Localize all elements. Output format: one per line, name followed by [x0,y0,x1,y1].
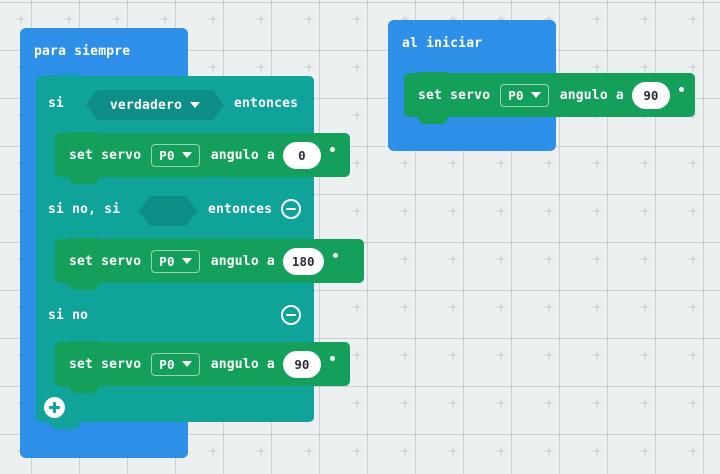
block-notch-top [69,132,99,138]
condition-dropdown-verdadero[interactable]: verdadero [86,90,224,120]
minus-icon [286,208,296,210]
pin-value-label: P0 [159,356,175,372]
plus-icon-vertical [53,402,56,413]
degree-symbol-icon [329,146,335,152]
elseif-then-label: entonces [208,202,273,217]
chevron-down-icon[interactable] [530,92,541,98]
chevron-down-icon[interactable] [181,258,192,264]
pin-value-label: P0 [159,147,175,163]
block-notch-top [418,72,448,78]
set-servo-block-4[interactable]: set servo P0 angulo a 90 [404,72,695,124]
chevron-down-icon[interactable] [190,102,200,108]
block-notch-bottom [69,176,99,184]
angle-number-input[interactable]: 180 [282,247,324,275]
remove-branch-button-1[interactable] [281,199,301,219]
block-notch-bottom [69,385,99,393]
pin-dropdown[interactable]: P0 [151,352,200,376]
degree-symbol-icon [329,355,335,361]
else-keyword-label: si no [48,308,89,323]
angle-label: angulo a [559,87,624,103]
angle-label: angulo a [210,356,275,372]
set-servo-block-1[interactable]: set servo P0 angulo a 0 [55,132,350,184]
condition-value-label: verdadero [109,97,183,113]
set-servo-block-2[interactable]: set servo P0 angulo a 180 [55,238,364,290]
add-branch-button[interactable] [44,397,65,418]
if-keyword-label: si [48,96,65,111]
set-servo-label: set servo [69,356,142,372]
set-servo-block-3[interactable]: set servo P0 angulo a 90 [55,341,350,393]
set-servo-label: set servo [418,87,491,103]
if-branch-row-1: si verdadero entonces [36,88,314,122]
pin-value-label: P0 [159,253,175,269]
pin-dropdown[interactable]: P0 [500,83,549,107]
block-notch-top [69,341,99,347]
minus-icon [286,314,296,316]
angle-number-input[interactable]: 90 [282,350,321,378]
if-elseif-else-block[interactable]: si verdadero entonces set servo P0 angul… [36,75,364,429]
angle-number-input[interactable]: 90 [631,81,670,109]
angle-label: angulo a [210,147,275,163]
degree-symbol-icon [332,252,338,258]
degree-symbol-icon [678,86,684,92]
if-branch-row-3: si no [36,300,314,334]
block-notch-top [69,238,99,244]
set-servo-label: set servo [69,253,142,269]
block-notch-bottom [69,282,99,290]
pin-dropdown[interactable]: P0 [151,143,200,167]
condition-empty-slot[interactable] [139,196,197,226]
angle-number-input[interactable]: 0 [282,141,321,169]
set-servo-label: set servo [69,147,142,163]
chevron-down-icon[interactable] [181,152,192,158]
if-branch-row-2: si no, si entonces [36,194,314,228]
block-notch-bottom [50,421,80,429]
block-notch-top [50,75,80,81]
remove-branch-button-2[interactable] [281,305,301,325]
pin-value-label: P0 [508,87,524,103]
pin-dropdown[interactable]: P0 [151,249,200,273]
if-then-label: entonces [234,96,299,111]
chevron-down-icon[interactable] [181,361,192,367]
forever-block-label: para siempre [34,44,131,59]
block-notch-bottom [418,116,448,124]
on-start-block-label: al iniciar [402,36,483,51]
angle-label: angulo a [210,253,275,269]
elseif-keyword-label: si no, si [48,202,121,217]
